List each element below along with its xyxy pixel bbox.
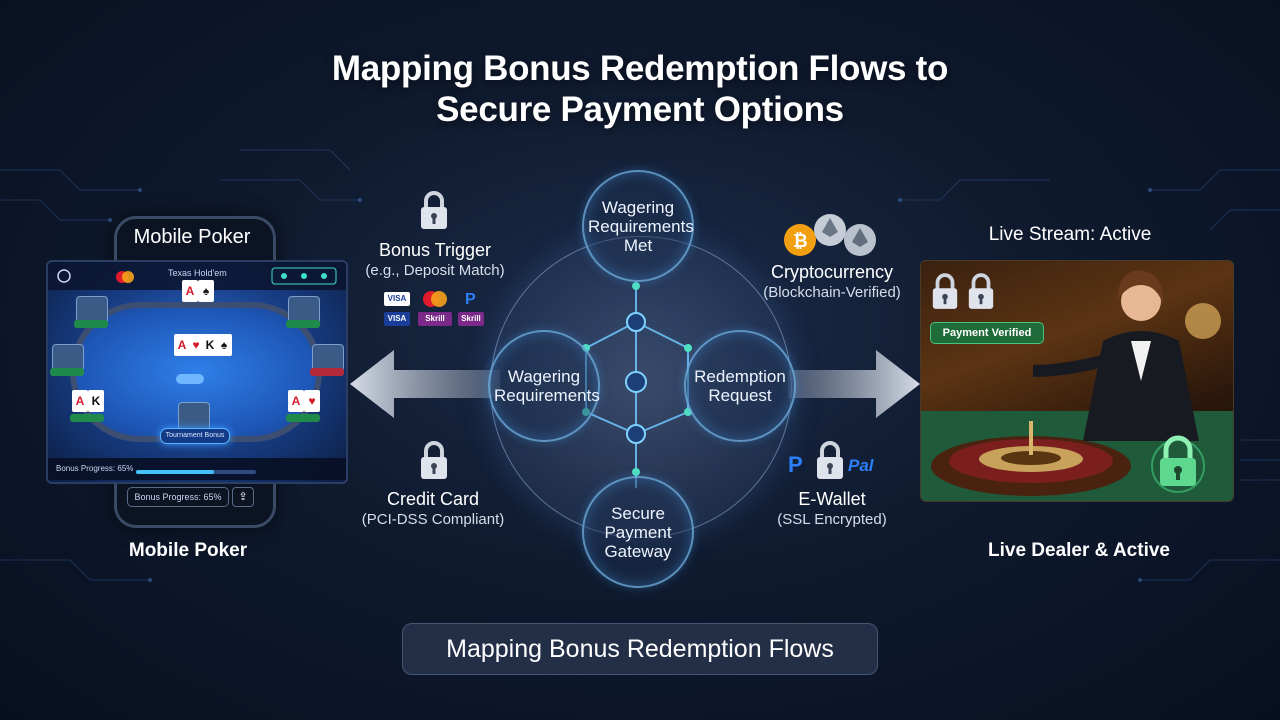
credit-card-sublabel: (PCI-DSS Compliant) <box>361 511 505 528</box>
node-wagering-label: Wagering Requirements <box>494 367 600 405</box>
seat-tag <box>74 320 108 328</box>
lock-icon <box>421 441 447 479</box>
payment-verified-badge: Payment Verified <box>930 322 1044 344</box>
seat-tag <box>286 414 320 422</box>
tablet-header-label: Texas Hold'em <box>168 268 227 278</box>
live-stream-status: Live Stream: Active <box>988 224 1152 245</box>
card: ♥ <box>188 334 204 356</box>
card: K <box>202 334 218 356</box>
player-seat[interactable] <box>52 344 84 372</box>
tablet-progress-bar <box>48 458 346 480</box>
crypto-coins-icon: ₿ <box>784 214 876 256</box>
footer-banner: Mapping Bonus Redemption Flows <box>402 623 878 675</box>
skrill-logo-2: Skrill <box>458 312 484 326</box>
card: K <box>88 390 104 412</box>
menu-icon[interactable] <box>56 268 72 284</box>
node-wagering-met[interactable]: Wagering Requirements Met <box>582 170 694 282</box>
hud-icons <box>271 267 337 285</box>
node-wagering-met-label: Wagering Requirements Met <box>588 197 694 255</box>
live-dealer-caption: Live Dealer & Active <box>988 540 1170 561</box>
player-seat[interactable] <box>312 344 344 372</box>
share-icon[interactable]: ⇪ <box>232 487 254 507</box>
node-gateway-label: Secure Payment Gateway <box>604 503 672 561</box>
tablet-progress-fill <box>136 470 214 474</box>
node-wagering[interactable]: Wagering Requirements <box>488 330 600 442</box>
bonus-trigger-sublabel: (e.g., Deposit Match) <box>365 262 505 279</box>
paypal-logo-text: Pal <box>848 456 874 475</box>
card: ♠ <box>216 334 232 356</box>
bonus-trigger-label: Bonus Trigger <box>378 240 492 260</box>
card: A <box>174 334 190 356</box>
crypto-sublabel: (Blockchain-Verified) <box>763 284 901 301</box>
mobile-poker-caption: Mobile Poker <box>128 540 248 561</box>
seat-tag <box>50 368 84 376</box>
node-redemption-label: Redemption Request <box>694 367 786 405</box>
lock-icon <box>968 273 994 309</box>
card: A <box>72 390 88 412</box>
title-line-1: Mapping Bonus Redemption Flows to <box>331 49 949 88</box>
phone-progress-button[interactable]: Bonus Progress: 65% <box>127 487 229 507</box>
paypal-icon: P <box>788 452 803 477</box>
right-arrow <box>788 350 920 418</box>
paypal-icon: P <box>465 291 476 308</box>
svg-text:₿: ₿ <box>793 231 808 251</box>
mastercard-icon <box>423 291 447 307</box>
lock-icon <box>421 191 447 229</box>
crypto-label: Cryptocurrency <box>770 262 894 282</box>
player-seat[interactable] <box>288 296 320 324</box>
card: A <box>288 390 304 412</box>
page-title: Mapping Bonus Redemption Flows to Secure… <box>0 48 1280 130</box>
visa-logo-2: VISA <box>384 312 410 326</box>
visa-logo: VISA <box>384 292 410 306</box>
seat-tag <box>70 414 104 422</box>
tablet-screen: Texas Hold'em A ♠ A ♥ K ♠ A K A ♥ Bonus … <box>46 260 348 484</box>
credit-card-label: Credit Card <box>386 489 480 509</box>
card: ♥ <box>304 390 320 412</box>
left-arrow <box>350 350 500 418</box>
pot-chip <box>176 374 204 384</box>
ewallet-label: E-Wallet <box>798 489 866 509</box>
svg-text:P: P <box>788 452 803 477</box>
mastercard-icon <box>116 271 134 283</box>
skrill-logo: Skrill <box>418 312 452 326</box>
tournament-bonus-button[interactable]: Tournament Bonus <box>160 428 230 444</box>
seat-tag <box>310 368 344 376</box>
title-line-2: Secure Payment Options <box>436 90 844 129</box>
lock-icon <box>932 273 958 309</box>
node-gateway[interactable]: Secure Payment Gateway <box>582 476 694 588</box>
phone-title: Mobile Poker <box>133 226 251 248</box>
tablet-progress-text: Bonus Progress: 65% <box>56 464 134 473</box>
node-redemption[interactable]: Redemption Request <box>684 330 796 442</box>
card: A <box>182 280 198 302</box>
lock-icon <box>817 441 843 479</box>
player-seat[interactable] <box>178 402 210 430</box>
seat-tag <box>286 320 320 328</box>
ewallet-sublabel: (SSL Encrypted) <box>777 511 887 528</box>
card: ♠ <box>198 280 214 302</box>
svg-text:P: P <box>465 291 476 308</box>
secure-lock-icon <box>1151 435 1205 493</box>
live-dealer-scene <box>921 270 1233 501</box>
